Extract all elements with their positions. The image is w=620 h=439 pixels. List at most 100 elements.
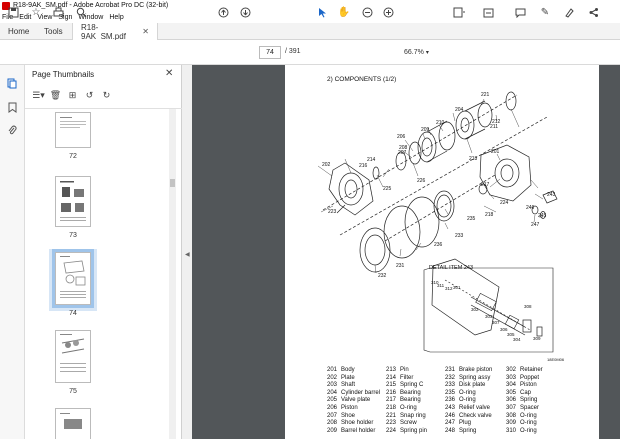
svg-text:235: 235 <box>467 216 476 222</box>
detail-item-label: DETAIL ITEM 243 <box>429 265 474 271</box>
thumbnail-options-icon[interactable]: ☰▾ <box>32 90 45 100</box>
rotate-right-icon[interactable]: ↻ <box>102 90 111 100</box>
share-icon[interactable] <box>586 5 600 20</box>
window-title: R18-9AK_SM.pdf - Adobe Acrobat Pro DC (3… <box>13 2 169 9</box>
panel-title: Page Thumbnails <box>32 70 95 79</box>
page-number-input[interactable]: 74 <box>259 46 281 59</box>
svg-text:204: 204 <box>455 107 464 113</box>
thumbnail-page-76[interactable] <box>55 408 91 439</box>
next-page-icon[interactable] <box>238 5 252 20</box>
search-icon[interactable] <box>74 5 88 20</box>
thumbnail-page-73[interactable] <box>55 176 91 227</box>
menu-window[interactable]: Window <box>78 13 104 21</box>
tab-tools[interactable]: Tools <box>44 27 63 36</box>
thumbnail-label: 73 <box>69 232 77 239</box>
comment-icon[interactable] <box>513 5 527 20</box>
thumbnail-label: 72 <box>69 153 77 160</box>
svg-text:224: 224 <box>500 200 509 206</box>
previous-page-icon[interactable] <box>216 5 230 20</box>
svg-text:310: 310 <box>431 280 439 285</box>
select-cursor-icon[interactable] <box>316 5 328 20</box>
close-tab-icon[interactable]: ✕ <box>142 27 149 36</box>
menu-view[interactable]: View <box>37 13 53 21</box>
fill-sign-icon[interactable] <box>481 5 495 20</box>
panel-scrollbar-thumb[interactable] <box>170 179 175 187</box>
zoom-out-icon[interactable] <box>360 5 374 20</box>
menu-file[interactable]: File <box>2 13 14 21</box>
tab-home[interactable]: Home <box>8 27 30 36</box>
thumbnail-page-74[interactable] <box>52 249 94 308</box>
pen-icon[interactable]: ✎ <box>540 7 550 18</box>
save-icon[interactable] <box>6 5 20 20</box>
highlight-icon[interactable] <box>562 5 576 20</box>
document-page: 2) COMPONENTS (1/2) <box>285 65 599 439</box>
svg-text:221: 221 <box>481 92 490 98</box>
svg-text:223: 223 <box>328 209 337 215</box>
attachments-icon[interactable] <box>6 124 18 136</box>
svg-text:308: 308 <box>524 304 532 309</box>
collapse-panel-icon[interactable]: ◀ <box>185 252 190 258</box>
svg-text:202: 202 <box>322 162 331 168</box>
svg-text:209: 209 <box>421 127 430 133</box>
close-panel-icon[interactable]: ✕ <box>165 68 174 79</box>
menu-edit[interactable]: Edit <box>19 13 32 21</box>
main-toolbar <box>0 40 620 65</box>
svg-text:225: 225 <box>383 186 392 192</box>
svg-text:210: 210 <box>436 120 445 126</box>
svg-text:247: 247 <box>531 222 540 228</box>
menu-sign[interactable]: Sign <box>58 13 73 21</box>
tab-document[interactable]: R18-9AK_SM.pdf ✕ <box>72 23 158 41</box>
viewer-right-margin <box>599 65 620 439</box>
bookmark-star-icon[interactable]: ☆ <box>31 7 41 18</box>
menu-help[interactable]: Help <box>109 13 124 21</box>
page-thumbnails-icon[interactable] <box>6 77 18 89</box>
svg-text:201: 201 <box>491 149 500 155</box>
thumbnail-label: 74 <box>69 310 77 317</box>
bookmarks-icon[interactable] <box>6 101 18 113</box>
svg-text:217: 217 <box>481 182 490 188</box>
zoom-level-select[interactable]: 66.7% ▾ <box>404 46 432 59</box>
zoom-in-icon[interactable] <box>381 5 395 20</box>
svg-text:231: 231 <box>396 263 405 269</box>
hand-tool-icon[interactable]: ✋ <box>337 7 351 18</box>
exploded-parts-diagram: 221 204 212 211 210 209 206 208 207 213 … <box>317 91 558 353</box>
svg-text:309: 309 <box>533 336 541 341</box>
insert-page-icon[interactable]: ⊞ <box>68 90 77 100</box>
panel-splitter[interactable]: ◀ <box>182 65 192 439</box>
zoom-level-value: 66.7% <box>404 49 424 56</box>
thumbnail-page-72[interactable] <box>55 112 91 148</box>
svg-text:245: 245 <box>538 213 547 219</box>
rotate-left-icon[interactable]: ↺ <box>85 90 94 100</box>
svg-text:226: 226 <box>417 178 426 184</box>
svg-text:206: 206 <box>397 134 406 140</box>
delete-page-icon[interactable]: 🗑 <box>49 90 62 100</box>
print-icon[interactable] <box>51 5 65 20</box>
figure-number: 18E0M06 <box>547 357 565 362</box>
svg-text:232: 232 <box>378 273 387 279</box>
thumbnail-page-75[interactable] <box>55 330 91 383</box>
panel-scrollbar[interactable] <box>169 109 176 439</box>
svg-text:301: 301 <box>453 285 461 290</box>
menu-bar: File Edit View Sign Window Help <box>0 11 620 23</box>
fit-page-icon[interactable] <box>450 5 468 20</box>
svg-text:246: 246 <box>526 205 535 211</box>
